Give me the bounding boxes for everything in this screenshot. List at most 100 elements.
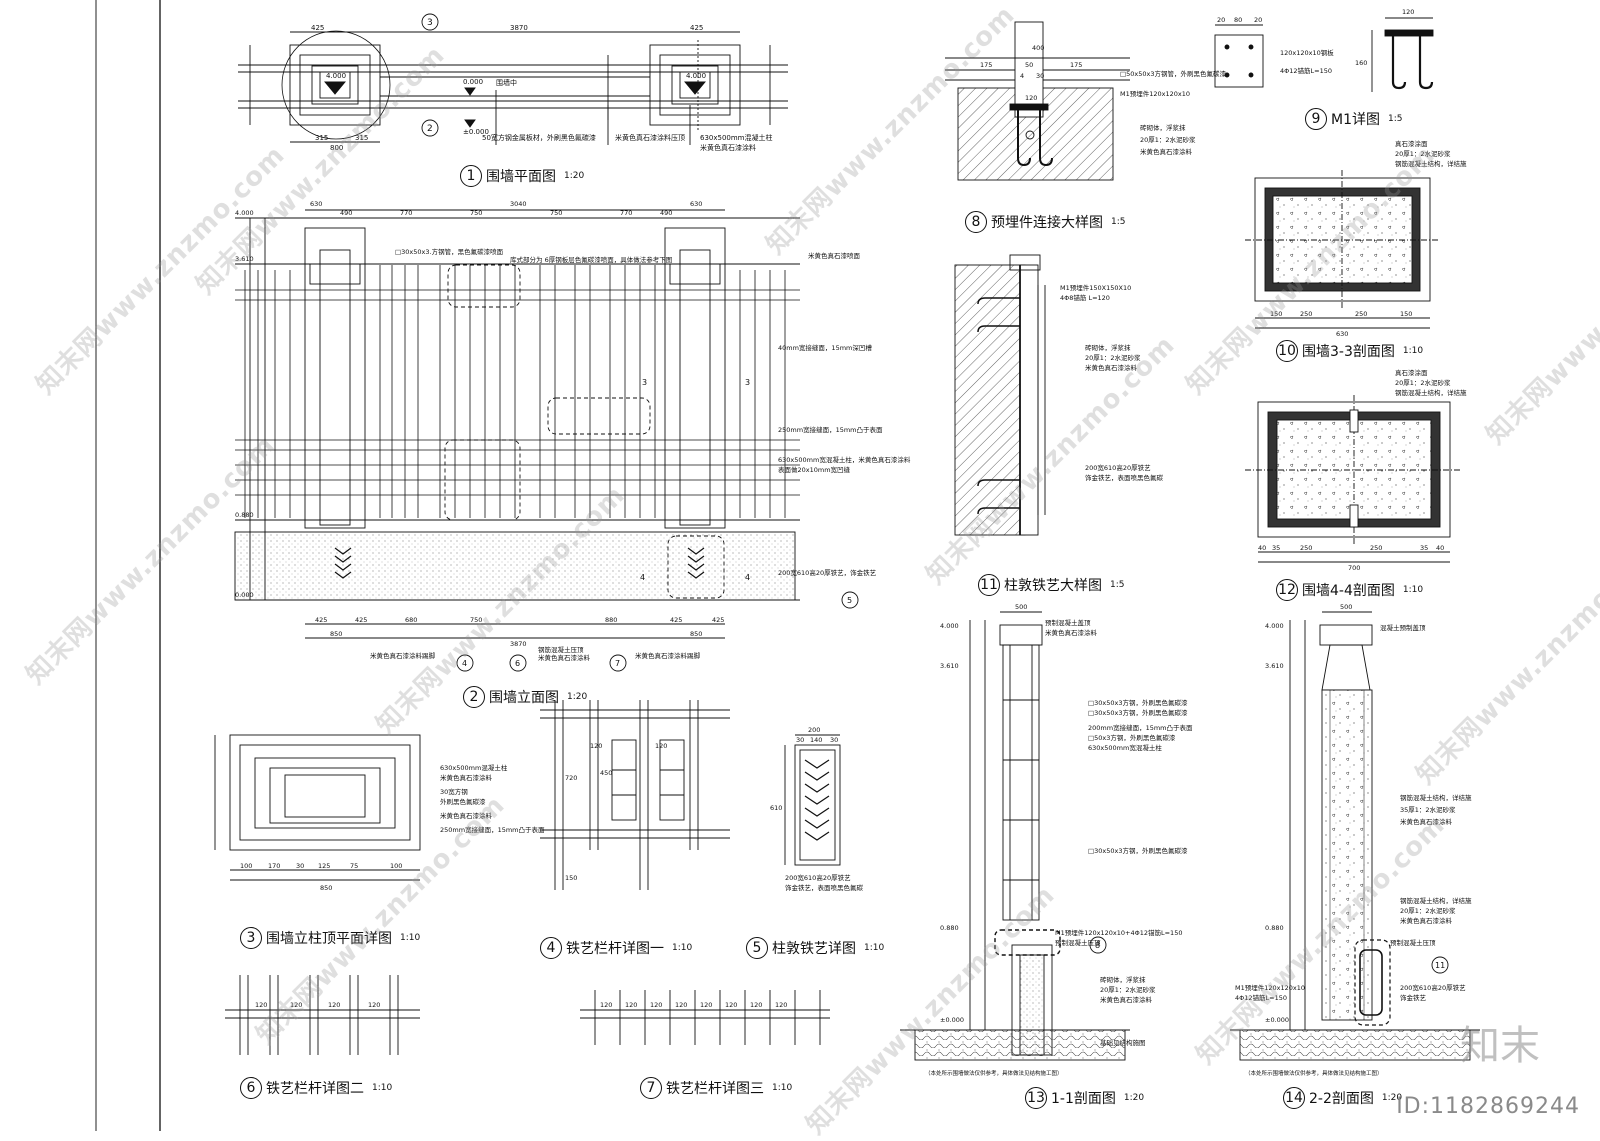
svg-text:20: 20 xyxy=(1217,16,1225,24)
svg-text:200mm宽接缝面，15mm凸于表面: 200mm宽接缝面，15mm凸于表面 xyxy=(1088,723,1193,732)
title-wall-plan: 1 围墙平面图 1:20 xyxy=(460,165,584,187)
svg-text:饰金铁艺: 饰金铁艺 xyxy=(1400,993,1427,1002)
svg-text:120: 120 xyxy=(255,1001,267,1009)
svg-text:20: 20 xyxy=(1254,16,1262,24)
title-number: 1 xyxy=(460,165,482,187)
svg-text:150: 150 xyxy=(1270,310,1282,318)
svg-text:850: 850 xyxy=(320,884,332,892)
title-number: 5 xyxy=(746,937,768,959)
svg-text:米黄色真石漆涂料: 米黄色真石漆涂料 xyxy=(440,773,493,782)
section-3-3-drawing xyxy=(1245,170,1440,329)
plan-level2: ±0.000 xyxy=(463,128,489,136)
plan-note-5: 围墙中 xyxy=(496,78,517,87)
plan-dim-b1: 315 xyxy=(315,134,328,142)
title-column-base-iron: 5 柱敦铁艺详图 1:10 xyxy=(746,937,884,959)
svg-text:750: 750 xyxy=(470,209,482,217)
svg-text:140: 140 xyxy=(810,736,822,744)
railing-detail-1-drawing xyxy=(540,700,730,890)
svg-text:米黄色真石漆喷面: 米黄色真石漆喷面 xyxy=(808,251,861,260)
svg-text:720: 720 xyxy=(565,774,577,782)
wall-plan-drawing xyxy=(238,13,788,145)
svg-text:30宽方钢: 30宽方钢 xyxy=(440,787,468,796)
svg-text:750: 750 xyxy=(550,209,562,217)
svg-text:200宽610高20厚铁艺: 200宽610高20厚铁艺 xyxy=(785,873,851,882)
title-text: 铁艺栏杆详图三 xyxy=(666,1081,764,1097)
svg-text:米黄色真石漆涂料: 米黄色真石漆涂料 xyxy=(440,811,493,820)
svg-text:40: 40 xyxy=(1436,544,1444,552)
svg-text:100: 100 xyxy=(240,862,252,870)
svg-text:4.000: 4.000 xyxy=(1265,622,1284,630)
svg-text:700: 700 xyxy=(1348,564,1360,572)
title-text: 围墙平面图 xyxy=(486,169,556,185)
svg-text:□30x50x3方钢，外刷黑色氟碳漆: □30x50x3方钢，外刷黑色氟碳漆 xyxy=(1088,708,1188,717)
svg-text:钢筋混凝土压顶: 钢筋混凝土压顶 xyxy=(538,645,584,654)
svg-text:M1预埋件120x120x10: M1预埋件120x120x10 xyxy=(1120,89,1190,98)
title-section-2-2: 14 2-2剖面图 1:20 xyxy=(1283,1087,1402,1109)
svg-text:钢筋混凝土结构，详结施: 钢筋混凝土结构，详结施 xyxy=(1400,896,1472,905)
svg-text:120: 120 xyxy=(655,742,667,750)
title-text: 柱敦铁艺大样图 xyxy=(1004,578,1102,594)
svg-text:630: 630 xyxy=(690,200,702,208)
svg-text:630: 630 xyxy=(310,200,322,208)
svg-text:425: 425 xyxy=(315,616,327,624)
plan-dim-left: 425 xyxy=(311,24,324,32)
svg-text:30: 30 xyxy=(1036,72,1044,80)
svg-text:630x500mm混凝土柱: 630x500mm混凝土柱 xyxy=(440,763,508,772)
title-number: 4 xyxy=(540,937,562,959)
svg-text:饰金铁艺，表面喷黑色氟碳: 饰金铁艺，表面喷黑色氟碳 xyxy=(1085,473,1164,482)
svg-text:表面做20x10mm宽凹缝: 表面做20x10mm宽凹缝 xyxy=(778,465,851,474)
svg-text:砖砌体，浮浆抹: 砖砌体，浮浆抹 xyxy=(1100,975,1146,984)
svg-text:基础见结构施图: 基础见结构施图 xyxy=(1100,1038,1146,1047)
svg-text:米黄色真石漆涂料: 米黄色真石漆涂料 xyxy=(1400,916,1453,925)
svg-text:外刷黑色氟碳漆: 外刷黑色氟碳漆 xyxy=(440,797,486,806)
title-section-4-4: 12 围墙4-4剖面图 1:10 xyxy=(1276,579,1423,601)
title-text: 预埋件连接大样图 xyxy=(991,215,1103,231)
svg-text:770: 770 xyxy=(400,209,412,217)
svg-text:120: 120 xyxy=(750,1001,762,1009)
section-2-2-text: 500 4.000 3.610 0.880 ±0.000 混凝土预制盖顶 钢筋混… xyxy=(1235,603,1472,1077)
title-railing-detail-3: 7 铁艺栏杆详图三 1:10 xyxy=(640,1077,792,1099)
plan-level: 0.000 xyxy=(463,78,483,86)
svg-text:100: 100 xyxy=(390,862,402,870)
plan-callout-top: 3 xyxy=(427,18,433,28)
railing-detail-3-drawing xyxy=(580,990,830,1045)
svg-text:120: 120 xyxy=(625,1001,637,1009)
section-3-3-text: 150 250 250 150 630 真石漆涂面 20厚1：2水泥砂浆 钢筋混… xyxy=(1270,139,1467,338)
svg-text:150: 150 xyxy=(565,874,577,882)
title-number: 8 xyxy=(965,211,987,233)
title-number: 12 xyxy=(1276,579,1298,601)
svg-text:120: 120 xyxy=(600,1001,612,1009)
svg-text:钢筋混凝土结构，详结施: 钢筋混凝土结构，详结施 xyxy=(1400,793,1472,802)
svg-text:4.000: 4.000 xyxy=(940,622,959,630)
svg-text:40mm宽接缝面，15mm深凹槽: 40mm宽接缝面，15mm深凹槽 xyxy=(778,343,872,352)
svg-text:630x500mm宽混凝土柱: 630x500mm宽混凝土柱 xyxy=(1088,743,1162,752)
plan-note-1: 50宽方钢金属板材，外刷黑色氟碳漆 xyxy=(482,133,596,142)
svg-text:250mm宽接缝面，15mm凸于表面: 250mm宽接缝面，15mm凸于表面 xyxy=(778,425,883,434)
svg-text:±0.000: ±0.000 xyxy=(1265,1016,1289,1024)
svg-text:425: 425 xyxy=(670,616,682,624)
title-scale: 1:20 xyxy=(567,692,588,702)
svg-text:□30x50x3.方钢管，黑色氟碳漆喷面: □30x50x3.方钢管，黑色氟碳漆喷面 xyxy=(395,247,504,256)
svg-text:35厚1：2水泥砂浆: 35厚1：2水泥砂浆 xyxy=(1400,805,1456,814)
m1-detail-drawing xyxy=(1214,17,1434,92)
plan-dim-b2: 315 xyxy=(355,134,368,142)
title-number: 11 xyxy=(978,574,1000,596)
svg-text:850: 850 xyxy=(330,630,342,638)
railing-detail-2-drawing xyxy=(225,975,420,1055)
column-top-plan-drawing xyxy=(214,734,421,881)
m1-detail-text: 20 80 20 120 160 120x120x10钢板 4Φ12锚筋L=15… xyxy=(1217,8,1414,75)
svg-text:30: 30 xyxy=(830,736,838,744)
svg-text:450: 450 xyxy=(600,769,612,777)
wall-elevation-text: 630 490 770 750 750 770 490 630 3040 4.0… xyxy=(235,200,911,668)
title-text: 铁艺栏杆详图一 xyxy=(566,941,664,957)
title-text: 围墙立柱顶平面详图 xyxy=(266,931,392,947)
title-m1-detail: 9 M1详图 1:5 xyxy=(1305,108,1402,130)
railing-detail-2-text: 120 120 120 120 xyxy=(255,1001,380,1009)
title-column-iron-large: 11 柱敦铁艺大样图 1:5 xyxy=(978,574,1124,596)
svg-text:750: 750 xyxy=(470,616,482,624)
svg-text:库式部分为 6厚钢板层色氟碳漆喷面，具体做法参考下图: 库式部分为 6厚钢板层色氟碳漆喷面，具体做法参考下图 xyxy=(510,255,672,264)
sheet-frame xyxy=(95,0,161,1131)
title-number: 9 xyxy=(1305,108,1327,130)
title-number: 2 xyxy=(463,686,485,708)
svg-text:（本处所示围墙做法仅供参考，具体做法见结构施工图）: （本处所示围墙做法仅供参考，具体做法见结构施工图） xyxy=(1245,1069,1383,1077)
